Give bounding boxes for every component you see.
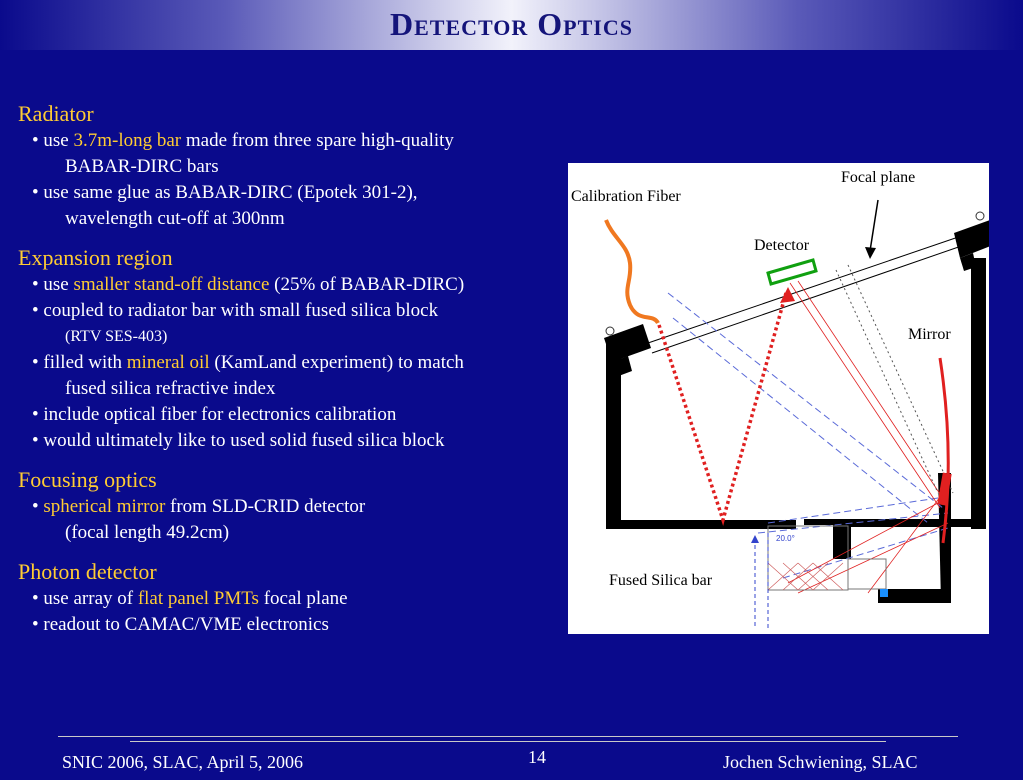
label-mirror: Mirror xyxy=(908,326,951,343)
label-calibration-fiber: Calibration Fiber xyxy=(571,188,681,205)
text-run: • readout to CAMAC/VME electronics xyxy=(32,614,329,635)
red-zigzag-ray xyxy=(657,292,788,527)
text-run: made from three spare high-quality xyxy=(181,130,454,151)
bullet-continuation: (RTV SES-403) xyxy=(18,324,558,350)
gray-rays xyxy=(835,264,954,494)
bullet-continuation: (focal length 49.2cm) xyxy=(18,520,558,546)
wall-step xyxy=(804,519,848,533)
footer-right: Jochen Schwiening, SLAC xyxy=(723,752,918,772)
highlighted-text: mineral oil xyxy=(126,352,210,373)
text-run: from SLD-CRID detector xyxy=(165,496,366,517)
highlighted-text: 3.7m-long bar xyxy=(73,130,182,151)
bullet-item: • spherical mirror from SLD-CRID detecto… xyxy=(18,494,558,520)
pmt-right xyxy=(954,220,993,258)
bullet-item: • filled with mineral oil (KamLand exper… xyxy=(18,350,558,376)
highlighted-text: flat panel PMTs xyxy=(137,588,259,609)
screw-right xyxy=(975,211,985,221)
text-run: • use xyxy=(32,274,74,295)
label-focal-plane: Focal plane xyxy=(841,169,915,186)
text-run: (focal length 49.2cm) xyxy=(65,522,230,543)
mirror-element xyxy=(937,472,952,506)
highlighted-text: spherical mirror xyxy=(43,496,166,517)
slide-title: Detector Optics xyxy=(390,6,633,42)
title-bar: Detector Optics xyxy=(0,0,1023,50)
slide-content: Radiator• use 3.7m-long bar made from th… xyxy=(18,100,558,638)
calibration-fiber xyxy=(604,219,660,325)
footer-left: SNIC 2006, SLAC, April 5, 2006 xyxy=(62,752,304,772)
bullet-continuation: BABAR-DIRC bars xyxy=(18,154,558,180)
silica-block xyxy=(847,558,887,590)
enclosure-walls xyxy=(606,258,986,603)
section-heading: Radiator xyxy=(18,101,94,126)
focal-plane-line-1 xyxy=(647,231,974,344)
bullet-item: • coupled to radiator bar with small fus… xyxy=(18,298,558,324)
bullet-item: • readout to CAMAC/VME electronics xyxy=(18,612,558,638)
mirror-curve xyxy=(938,357,950,544)
angle-arrow xyxy=(751,535,759,543)
wall-bottom-right xyxy=(848,519,983,527)
red-rays xyxy=(787,280,949,594)
label-fused-silica-bar: Fused Silica bar xyxy=(609,572,713,589)
section-heading: Focusing optics xyxy=(18,467,157,492)
blue-rays xyxy=(667,292,949,579)
text-run: • use array of xyxy=(32,588,138,609)
text-run: • include optical fiber for electronics … xyxy=(32,404,397,425)
blue-marker xyxy=(880,589,888,597)
text-run: • coupled to radiator bar with small fus… xyxy=(32,300,439,321)
label-angle: 20.0° xyxy=(776,534,795,543)
highlighted-text: smaller stand-off distance xyxy=(73,274,270,295)
text-run: (25% of BABAR-DIRC) xyxy=(269,274,465,295)
section-heading: Photon detector xyxy=(18,559,157,584)
wall-right xyxy=(971,258,986,529)
bullet-item: • include optical fiber for electronics … xyxy=(18,402,558,428)
page-number: 14 xyxy=(528,747,546,767)
pmt-left xyxy=(604,324,651,362)
bullet-continuation: wavelength cut-off at 300nm xyxy=(18,206,558,232)
bullet-item: • use 3.7m-long bar made from three spar… xyxy=(18,128,558,154)
wall-block xyxy=(833,525,851,559)
detector-box xyxy=(766,258,818,286)
text-run: • use same glue as BABAR-DIRC (Epotek 30… xyxy=(32,182,418,203)
focal-plane-arrow xyxy=(869,199,879,252)
bullet-item: • use array of flat panel PMTs focal pla… xyxy=(18,586,558,612)
text-run: (KamLand experiment) to match xyxy=(209,352,464,373)
text-run: • xyxy=(32,496,44,517)
bullet-item: • use smaller stand-off distance (25% of… xyxy=(18,272,558,298)
footer-rule-bottom xyxy=(130,741,886,742)
section-heading: Expansion region xyxy=(18,245,173,270)
screw-left xyxy=(605,326,615,336)
bullet-item: • use same glue as BABAR-DIRC (Epotek 30… xyxy=(18,180,558,206)
focal-plane-line-2 xyxy=(651,241,974,354)
ray-arrowhead xyxy=(780,287,795,303)
bar-hatch xyxy=(767,562,844,591)
diagram-svg: Calibration Fiber Focal plane Detector M… xyxy=(571,169,993,628)
text-run: (RTV SES-403) xyxy=(65,328,168,345)
angle-lines xyxy=(754,533,769,628)
text-run: wavelength cut-off at 300nm xyxy=(65,208,285,229)
text-run: • use xyxy=(32,130,74,151)
text-run: • filled with xyxy=(32,352,127,373)
bullet-item: • would ultimately like to used solid fu… xyxy=(18,428,558,454)
pmt-holders xyxy=(604,211,993,377)
wall-left-bottom xyxy=(606,338,796,529)
text-run: BABAR-DIRC bars xyxy=(65,156,219,177)
text-run: • would ultimately like to used solid fu… xyxy=(32,430,445,451)
detector-optics-diagram: Calibration Fiber Focal plane Detector M… xyxy=(568,163,993,634)
text-run: fused silica refractive index xyxy=(65,378,276,399)
wall-lower-right xyxy=(878,589,941,603)
label-detector: Detector xyxy=(754,237,810,254)
bullet-continuation: fused silica refractive index xyxy=(18,376,558,402)
text-run: focal plane xyxy=(258,588,348,609)
footer-rule-top xyxy=(58,736,958,737)
